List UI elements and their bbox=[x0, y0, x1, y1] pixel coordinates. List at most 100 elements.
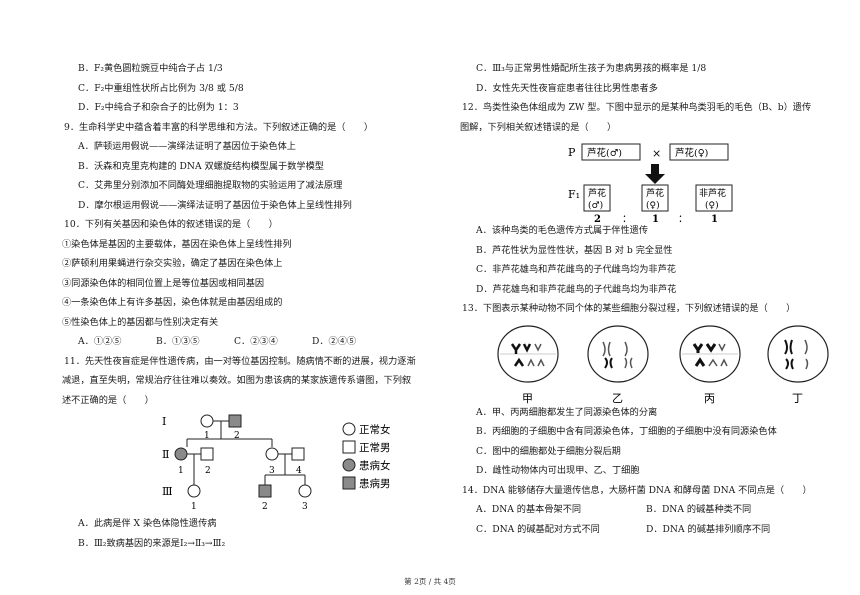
gen-iii-1-female-normal bbox=[187, 484, 201, 498]
legend-affected-male: 患病男 bbox=[359, 477, 391, 490]
cell-label-jia: 甲 bbox=[522, 392, 533, 405]
q10-statement-1: ①染色体是基因的主要载体，基因在染色体上呈线性排列 bbox=[62, 238, 292, 250]
q9-option-b: B．沃森和克里克构建的 DNA 双螺旋结构模型属于数学模型 bbox=[78, 160, 324, 172]
q11-option-c: C．Ⅲ₃与正常男性婚配所生孩子为患病男孩的概率是 1/8 bbox=[476, 63, 707, 74]
legend-normal-female: 正常女 bbox=[359, 423, 391, 436]
gen-iii-3-num: 3 bbox=[302, 502, 308, 512]
gen-i-1-female-normal bbox=[200, 414, 214, 428]
gen-iii-1-num: 1 bbox=[191, 502, 197, 512]
cell-label-yi: 乙 bbox=[612, 392, 623, 405]
gen-iii-3-female-normal bbox=[298, 484, 312, 498]
gen-ii-2-male-normal bbox=[200, 447, 214, 461]
f1-2-line-1: 芦花 bbox=[646, 187, 664, 199]
gen-iii-label: Ⅲ bbox=[162, 485, 173, 498]
q10-statement-3: ③同源染色体的相同位置上是等位基因或相同基因 bbox=[62, 277, 265, 289]
left-column: B．F₂黄色圆粒豌豆中纯合子占 1/3 C．F₂中重组性状所占比例为 3/8 或… bbox=[62, 62, 434, 556]
q13-option-a: A．甲、丙两细胞都发生了同源染色体的分离 bbox=[476, 406, 658, 418]
q11-option-d: D．女性先天性夜盲症患者往往比男性患者多 bbox=[476, 82, 658, 94]
ratio-1: 2 bbox=[594, 214, 601, 224]
q10-statement-5: ⑤性染色体上的基因都与性别决定有关 bbox=[62, 316, 219, 328]
cell-ding bbox=[767, 324, 829, 383]
f1-3-line-1: 非芦花 bbox=[699, 187, 726, 199]
gen-i-2-num: 2 bbox=[234, 431, 240, 441]
q11-option-a: A．此病是伴 X 染色体隐性遗传病 bbox=[78, 518, 217, 529]
cell-yi bbox=[587, 324, 649, 383]
bird-cross-diagram: P 芦花(♂) × 芦花(♀) F₁ 芦花 (♂) 芦花 (♀) 非芦花 (♀) bbox=[568, 143, 733, 225]
q14-option-c: C．DNA 的碱基配对方式不同 bbox=[476, 523, 600, 535]
gen-ii-4-num: 4 bbox=[296, 466, 302, 476]
q14-options-row-2: C．DNA 的碱基配对方式不同 D．DNA 的碱基排列顺序不同 bbox=[460, 523, 832, 543]
q14-options-row-1: A．DNA 的基本骨架不同 B．DNA 的碱基种类不同 bbox=[460, 503, 832, 523]
gen-i-label: Ⅰ bbox=[162, 415, 166, 428]
legend-normal-female-icon bbox=[342, 422, 356, 436]
q10-option-d: D．②④⑤ bbox=[312, 336, 357, 347]
q10-title: 10．下列有关基因和染色体的叙述错误的是（ ） bbox=[64, 219, 278, 230]
q13-title: 13．下图表示某种动物不同个体的某些细胞分裂过程，下列叙述错误的是（ ） bbox=[462, 303, 796, 314]
q11-line-3: 述不正确的是（ ） bbox=[62, 394, 154, 406]
q12-option-b: B．芦花性状为显性性状，基因 B 对 b 完全显性 bbox=[476, 244, 673, 256]
q8-option-d: D．F₂中纯合子和杂合子的比例为 1：3 bbox=[78, 102, 239, 113]
p-male: 芦花(♂) bbox=[587, 147, 622, 159]
cell-label-ding: 丁 bbox=[792, 392, 803, 405]
ratio-2: 1 bbox=[652, 214, 659, 224]
q9-title: 9．生命科学史中蕴含着丰富的科学思维和方法。下列叙述正确的是（ ） bbox=[64, 121, 374, 133]
gen-iii-2-male-affected bbox=[258, 484, 272, 498]
legend-affected-female: 患病女 bbox=[359, 459, 391, 472]
q12-option-c: C．非芦花雄鸟和芦花雌鸟的子代雌鸟均为非芦花 bbox=[476, 264, 676, 275]
legend-normal-male: 正常男 bbox=[359, 441, 391, 454]
ratio-sep-2: ： bbox=[678, 214, 688, 224]
q14-title: 14．DNA 能够储存大量遗传信息，大肠杆菌 DNA 和酵母菌 DNA 不同点是… bbox=[462, 484, 812, 496]
page-footer: 第 2页 / 共 4页 bbox=[404, 577, 456, 586]
f1-2-line-2: (♀) bbox=[646, 200, 660, 211]
cross-arrow-head bbox=[645, 174, 665, 184]
gen-ii-4-male-normal bbox=[291, 447, 305, 461]
gen-i-1-num: 1 bbox=[204, 431, 210, 441]
cell-bing bbox=[679, 324, 741, 383]
pedigree-chart: Ⅰ Ⅱ Ⅲ 1 2 bbox=[162, 414, 391, 512]
q8-option-c: C．F₂中重组性状所占比例为 3/8 或 5/8 bbox=[78, 82, 244, 94]
q13-option-c: C．图中的细胞都处于细胞分裂后期 bbox=[476, 445, 621, 457]
q14-option-b: B．DNA 的碱基种类不同 bbox=[646, 504, 752, 515]
q11-line-2: 减退，直至失明，常规治疗往往难以奏效。如图为患该病的某家族遗传系谱图，下列叙 bbox=[62, 375, 412, 386]
cross-arrow-shaft bbox=[651, 164, 659, 174]
f1-1-line-2: (♂) bbox=[588, 200, 603, 211]
q10-statement-4: ④一条染色体上有许多基因，染色体就是由基因组成的 bbox=[62, 297, 283, 308]
q13-option-b: B．丙细胞的子细胞中含有同源染色体，丁细胞的子细胞中没有同源染色体 bbox=[476, 426, 777, 437]
legend-normal-male-icon bbox=[342, 440, 356, 454]
q10-option-b: B．①③⑤ bbox=[156, 336, 200, 347]
q12-line-2: 图解，下列相关叙述错误的是（ ） bbox=[460, 121, 617, 133]
gen-ii-label: Ⅱ bbox=[162, 448, 169, 461]
cell-division-diagram: 甲 乙 丙 丁 bbox=[497, 324, 829, 405]
cell-jia bbox=[497, 324, 559, 383]
p-female: 芦花(♀) bbox=[675, 147, 708, 159]
q11-line-1: 11．先天性夜盲症是伴性遗传病，由一对等位基因控制。随病情不断的进展，视力逐渐 bbox=[64, 355, 416, 367]
gen-ii-1-female-affected bbox=[174, 447, 188, 461]
q10-option-a: A．①②⑤ bbox=[78, 336, 122, 347]
gen-i-2-male-affected bbox=[228, 414, 242, 428]
right-column: C．Ⅲ₃与正常男性婚配所生孩子为患病男孩的概率是 1/8 D．女性先天性夜盲症患… bbox=[460, 62, 832, 542]
gen-ii-1-num: 1 bbox=[178, 466, 184, 476]
q11-option-b: B．Ⅲ₂致病基因的来源是Ⅰ₂→Ⅱ₃→Ⅲ₂ bbox=[78, 537, 226, 549]
ratio-3: 1 bbox=[711, 214, 718, 224]
q9-option-c: C．艾弗里分别添加不同酶处理细胞提取物的实验运用了减法原理 bbox=[78, 180, 343, 191]
cross-sign: × bbox=[652, 147, 661, 160]
p-label: P bbox=[568, 146, 576, 159]
q14-option-a: A．DNA 的基本骨架不同 bbox=[476, 504, 582, 515]
q12-option-d: D．芦花雄鸟和非芦花雌鸟的子代雌鸟均为非芦花 bbox=[476, 283, 677, 295]
gen-iii-2-num: 2 bbox=[262, 502, 268, 512]
q9-option-a: A．萨顿运用假说——演绎法证明了基因位于染色体上 bbox=[78, 141, 296, 152]
pedigree-figure: Ⅰ Ⅱ Ⅲ 1 2 bbox=[62, 413, 434, 517]
ratio-sep-1: ： bbox=[622, 214, 632, 224]
q12-line-1: 12．鸟类性染色体组成为 ZW 型。下图中显示的是某种鸟类羽毛的毛色（B、b）遗… bbox=[462, 102, 812, 113]
legend-affected-female-icon bbox=[342, 458, 356, 472]
q10-statement-2: ②萨顿利用果蝇进行杂交实验，确定了基因在染色体上 bbox=[62, 258, 283, 269]
q9-option-d: D．摩尔根运用假说——演绎法证明了基因位于染色体上呈线性排列 bbox=[78, 199, 352, 211]
gen-ii-2-num: 2 bbox=[205, 466, 211, 476]
q14-option-d: D．DNA 的碱基排列顺序不同 bbox=[646, 523, 771, 535]
f1-label: F₁ bbox=[568, 188, 580, 201]
cell-label-bing: 丙 bbox=[704, 392, 715, 405]
gen-ii-3-female-normal bbox=[265, 447, 279, 461]
cell-division-figure: 甲 乙 丙 丁 bbox=[460, 322, 832, 406]
gen-ii-3-num: 3 bbox=[269, 466, 275, 476]
